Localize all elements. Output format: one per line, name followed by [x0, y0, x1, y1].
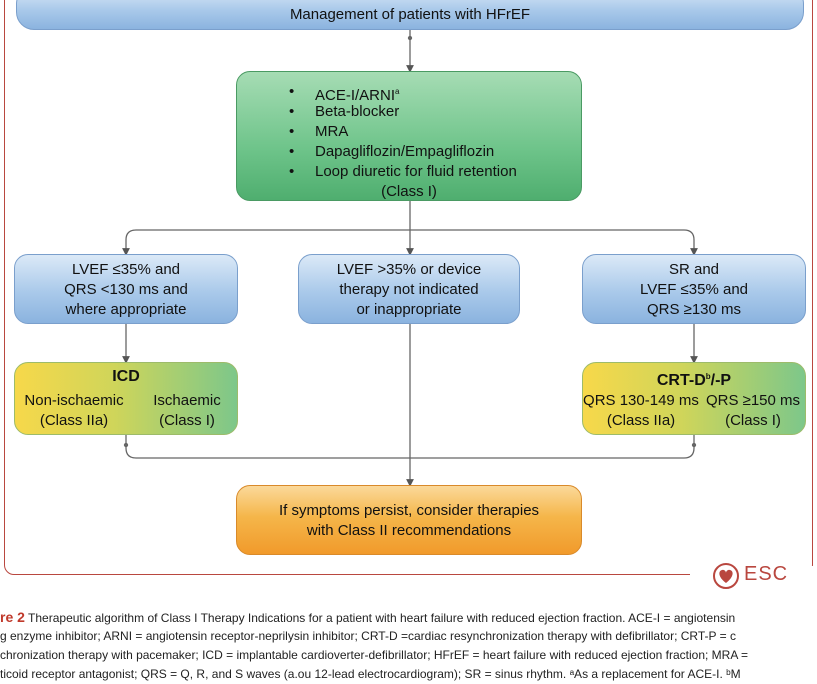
drug-item: ACE-I/ARNIa	[287, 82, 581, 104]
branch-box-right: SR and LVEF ≤35% and QRS ≥130 ms	[582, 254, 806, 324]
final-recommendation-box: If symptoms persist, consider therapies …	[236, 485, 582, 555]
drug-item: Beta-blocker	[287, 102, 581, 122]
icd-title: ICD	[112, 368, 140, 385]
final-line: with Class II recommendations	[306, 522, 512, 539]
crt-box: CRT-Db/-P QRS 130-149 ms(Class IIa) QRS …	[582, 362, 806, 435]
esc-logo-text: ESC	[744, 563, 789, 585]
crt-qrs-130-149: QRS 130-149 ms(Class IIa)	[583, 392, 699, 429]
branch-right-line: SR and	[668, 261, 720, 278]
icd-non-ischaemic: Non-ischaemic(Class IIa)	[24, 392, 124, 429]
drug-item: MRA	[287, 122, 581, 142]
drug-item: Dapagliflozin/Empagliflozin	[287, 142, 581, 162]
branch-box-middle: LVEF >35% or device therapy not indicate…	[298, 254, 520, 324]
branch-left-line: QRS <130 ms and	[64, 281, 188, 298]
icd-box: ICD Non-ischaemic(Class IIa) Ischaemic(C…	[14, 362, 238, 435]
branch-left-line: where appropriate	[65, 301, 187, 318]
crt-qrs-150: QRS ≥150 ms(Class I)	[705, 392, 801, 429]
branch-left-line: LVEF ≤35% and	[71, 261, 181, 278]
caption-line: re 2 Therapeutic algorithm of Class I Th…	[0, 609, 736, 625]
crt-title: CRT-Db/-P	[656, 372, 732, 389]
caption-line: g enzyme inhibitor; ARNI = angiotensin r…	[0, 629, 737, 643]
caption-line: ticoid receptor antagonist; QRS = Q, R, …	[0, 667, 741, 681]
drug-therapy-box: ACE-I/ARNIa Beta-blocker MRA Dapaglifloz…	[236, 71, 582, 201]
diagram-frame	[4, 0, 813, 575]
branch-right-line: LVEF ≤35% and	[639, 281, 749, 298]
icd-ischaemic: Ischaemic(Class I)	[153, 392, 221, 429]
branch-middle-line: therapy not indicated	[339, 281, 479, 298]
caption-line: chronization therapy with pacemaker; ICD…	[0, 648, 749, 662]
drug-list: ACE-I/ARNIa Beta-blocker MRA Dapaglifloz…	[237, 72, 581, 182]
esc-heart-icon	[713, 563, 739, 589]
branch-box-left: LVEF ≤35% and QRS <130 ms and where appr…	[14, 254, 238, 324]
merge-line	[125, 435, 695, 459]
branch-right-line: QRS ≥130 ms	[646, 301, 742, 318]
final-line: If symptoms persist, consider therapies	[278, 502, 540, 519]
figure-label: re 2	[0, 609, 25, 625]
header-box: Management of patients with HFrEF	[16, 0, 804, 30]
branch-middle-line: LVEF >35% or device	[336, 261, 482, 278]
drug-item: Loop diuretic for fluid retention	[287, 162, 581, 182]
branch-middle-line: or inappropriate	[356, 301, 462, 318]
header-title: Management of patients with HFrEF	[289, 6, 531, 23]
drug-class-label: (Class I)	[381, 183, 437, 200]
